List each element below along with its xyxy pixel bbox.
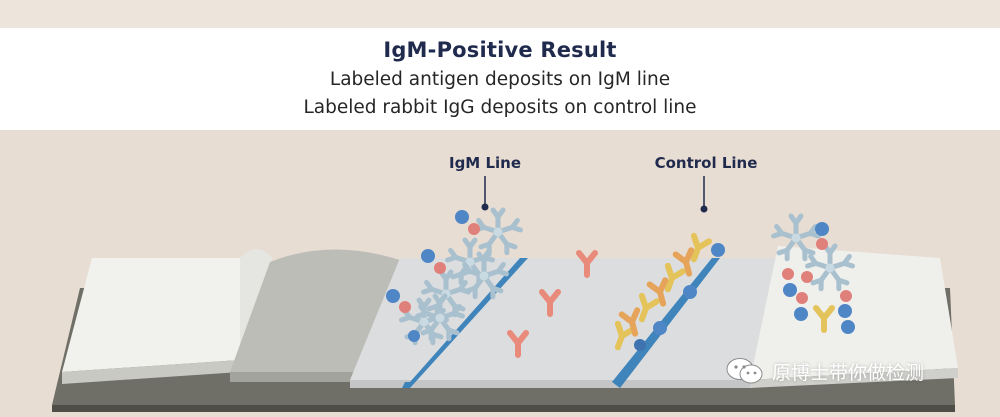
watermark-text: 原博士带你做检测 [772, 361, 925, 384]
igm-line-label: IgM Line [449, 154, 521, 172]
wechat-icon [726, 358, 763, 384]
top-strip [0, 0, 1000, 28]
subtitle-line-2: Labeled rabbit IgG deposits on control l… [303, 97, 697, 118]
subtitle-line-1: Labeled antigen deposits on IgM line [329, 69, 671, 90]
watermark: 原博士带你做检测 [726, 356, 924, 386]
control-line-antibodies [610, 236, 725, 351]
igm-antigen-complexes [386, 210, 520, 343]
sample-pad [62, 258, 272, 372]
header-band [0, 28, 1000, 130]
control-line-label: Control Line [655, 154, 758, 172]
diagram-title: IgM-Positive Result [383, 38, 617, 62]
absorbent-pad-complexes [774, 216, 855, 334]
conjugate-pad [230, 249, 400, 372]
